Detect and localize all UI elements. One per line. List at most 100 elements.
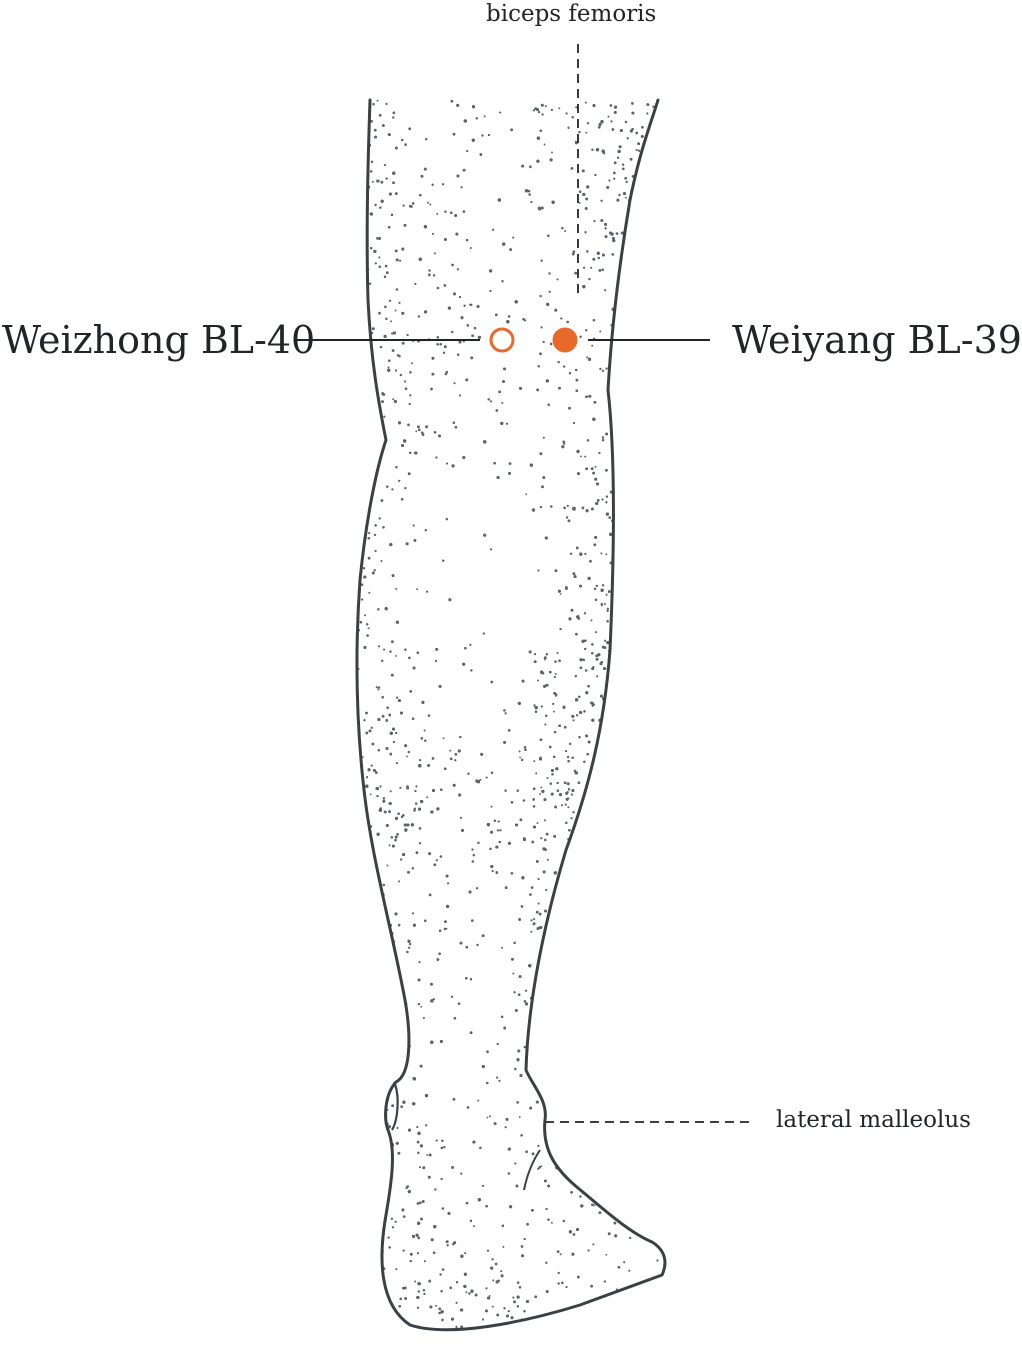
stipple-dot — [632, 712, 636, 716]
stipple-dot — [638, 354, 641, 357]
stipple-dot — [614, 945, 617, 948]
stipple-dot — [561, 921, 564, 924]
stipple-dot — [634, 674, 638, 677]
stipple-dot — [401, 247, 405, 251]
stipple-dot — [622, 609, 626, 613]
stipple-dot — [554, 932, 558, 935]
stipple-dot — [616, 622, 619, 625]
stipple-dot — [431, 232, 434, 235]
stipple-dot — [361, 941, 364, 945]
stipple-dot — [593, 802, 597, 806]
stipple-dot — [610, 816, 614, 820]
stipple-dot — [618, 145, 622, 149]
stipple-dot — [664, 584, 665, 588]
stipple-dot — [640, 1217, 644, 1221]
stipple-dot — [622, 423, 625, 426]
stipple-dot — [616, 1087, 619, 1090]
stipple-dot — [570, 1002, 574, 1006]
stipple-dot — [625, 678, 629, 682]
stipple-dot — [553, 1105, 557, 1108]
stipple-dot — [380, 499, 384, 502]
stipple-dot — [610, 911, 614, 915]
stipple-dot — [620, 1117, 624, 1121]
stipple-dot — [622, 856, 625, 859]
stipple-dot — [623, 719, 627, 723]
stipple-dot — [576, 1123, 580, 1127]
stipple-dot — [654, 771, 657, 775]
stipple-dot — [637, 1301, 640, 1304]
stipple-dot — [372, 1189, 375, 1192]
stipple-dot — [586, 1069, 590, 1072]
stipple-dot — [598, 877, 601, 881]
stipple-dot — [615, 1059, 618, 1062]
stipple-dot — [645, 771, 649, 775]
stipple-dot — [653, 790, 657, 794]
stipple-dot — [368, 1056, 372, 1060]
stipple-dot — [550, 1221, 553, 1224]
stipple-dot — [360, 987, 363, 990]
stipple-dot — [358, 134, 361, 138]
stipple-dot — [436, 212, 439, 215]
stipple-dot — [602, 1035, 605, 1038]
stipple-dot — [356, 1305, 358, 1308]
stipple-dot — [383, 810, 387, 814]
stipple-dot — [588, 1014, 591, 1017]
stipple-dot — [651, 155, 655, 159]
stipple-dot — [667, 230, 669, 232]
stipple-dot — [662, 641, 665, 645]
stipple-dot — [631, 856, 635, 859]
stipple-dot — [661, 334, 665, 338]
stipple-dot — [621, 903, 624, 906]
stipple-dot — [387, 1172, 390, 1175]
stipple-dot — [668, 307, 671, 310]
stipple-dot — [587, 920, 591, 923]
stipple-dot — [593, 1054, 596, 1058]
stipple-dot — [664, 951, 665, 955]
stipple-dot — [614, 920, 617, 924]
stipple-dot — [666, 118, 669, 121]
stipple-dot — [580, 1103, 583, 1106]
stipple-dot — [359, 1018, 362, 1021]
stipple-dot — [358, 774, 361, 777]
stipple-dot — [660, 423, 663, 426]
stipple-dot — [361, 1181, 364, 1184]
stipple-dot — [403, 1059, 406, 1062]
stipple-dot — [490, 680, 494, 684]
stipple-dot — [656, 156, 660, 160]
stipple-dot — [615, 1117, 619, 1121]
stipple-dot — [356, 583, 357, 586]
stipple-dot — [629, 227, 632, 230]
stipple-dot — [661, 912, 665, 916]
stipple-dot — [371, 1098, 375, 1102]
stipple-dot — [588, 834, 590, 837]
stipple-dot — [573, 1098, 577, 1102]
stipple-dot — [572, 914, 576, 917]
stipple-dot — [519, 818, 523, 822]
stipple-dot — [362, 154, 366, 157]
stipple-dot — [501, 946, 503, 949]
stipple-dot — [612, 855, 615, 859]
stipple-dot — [654, 1071, 658, 1074]
stipple-dot — [367, 989, 370, 993]
stipple-dot — [668, 1114, 670, 1116]
stipple-dot — [629, 1086, 631, 1088]
stipple-dot — [617, 429, 620, 433]
stipple-dot — [667, 105, 669, 107]
stipple-dot — [645, 195, 649, 199]
stipple-dot — [620, 874, 623, 877]
stipple-dot — [640, 458, 643, 461]
stipple-dot — [582, 835, 585, 837]
stipple-dot — [626, 430, 629, 434]
stipple-dot — [578, 130, 581, 134]
stipple-dot — [606, 1099, 610, 1103]
stipple-dot — [630, 483, 634, 486]
stipple-dot — [550, 979, 553, 982]
stipple-dot — [658, 1320, 662, 1324]
stipple-dot — [373, 1159, 377, 1163]
stipple-dot — [559, 875, 563, 878]
stipple-dot — [362, 1080, 366, 1084]
stipple-dot — [603, 602, 606, 606]
stipple-dot — [618, 987, 622, 991]
stipple-dot — [630, 469, 633, 472]
stipple-dot — [365, 1317, 369, 1322]
